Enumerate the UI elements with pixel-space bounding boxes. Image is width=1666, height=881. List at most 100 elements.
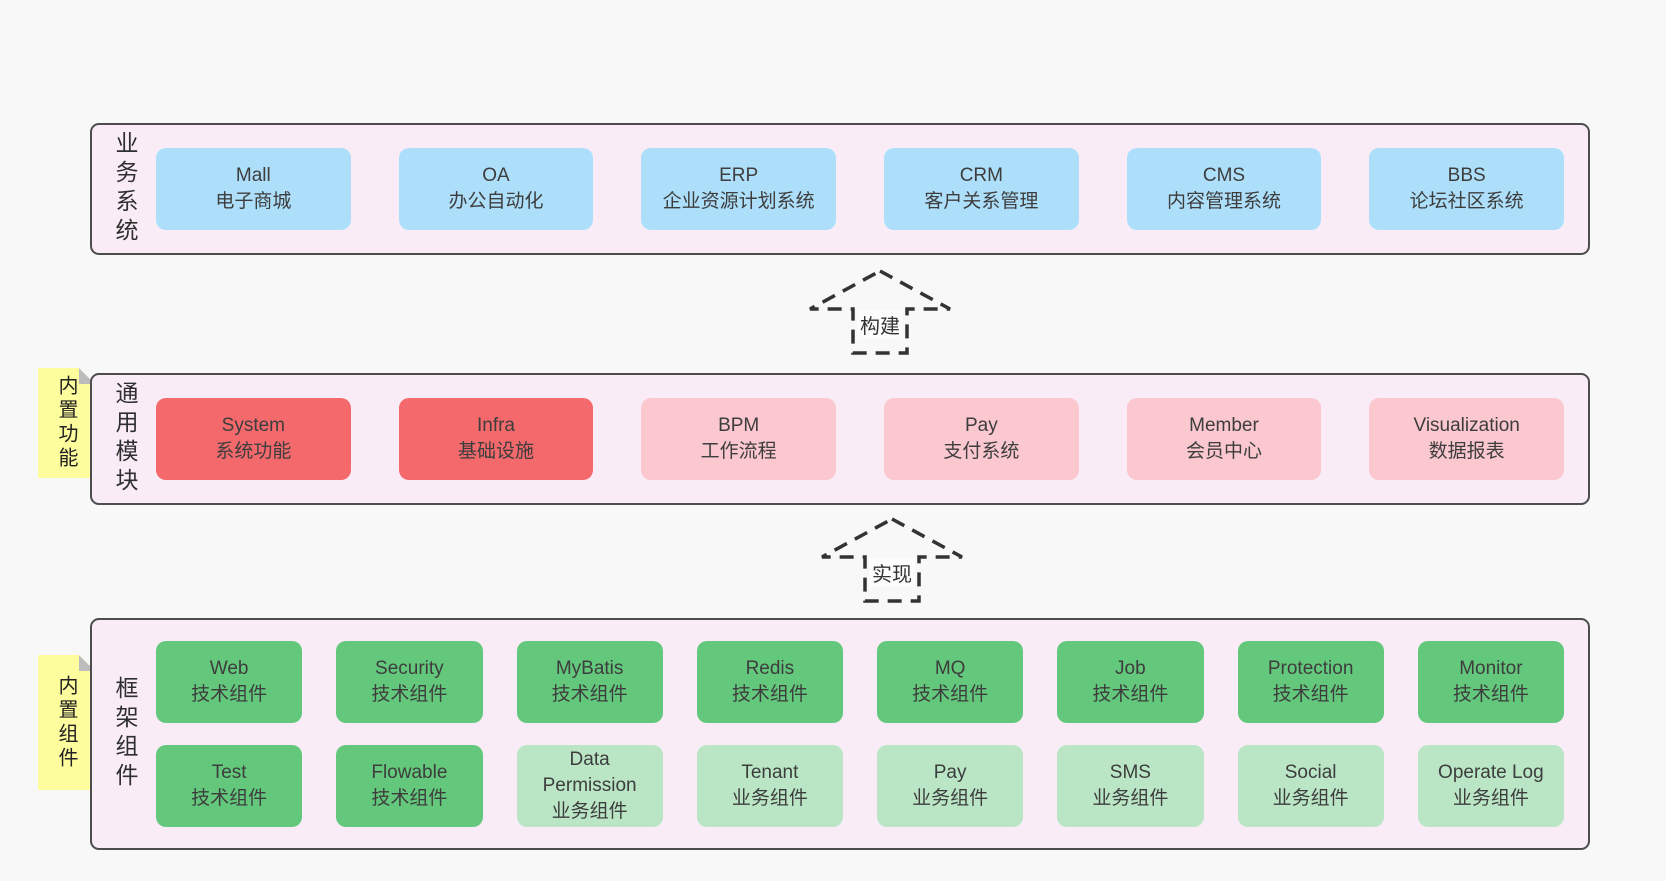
business-systems-grid: Mall 电子商城 OA 办公自动化 ERP 企业资源计划系统 CRM 客户关系… <box>156 148 1564 230</box>
box-title: BBS <box>1447 165 1486 186</box>
box-subtitle: 内容管理系统 <box>1166 191 1281 212</box>
framework-components-panel: 框架组件 Web 技术组件 Security 技术组件 MyBatis 技术组件… <box>90 618 1590 850</box>
box-title: Data Permission <box>542 749 637 796</box>
box-tenant: Tenant 业务组件 <box>696 745 843 827</box>
box-subtitle: 数据报表 <box>1428 441 1505 462</box>
box-title: Web <box>209 658 249 679</box>
box-subtitle: 技术组件 <box>1092 684 1169 705</box>
box-bpm: BPM 工作流程 <box>641 398 836 480</box>
box-subtitle: 技术组件 <box>1272 684 1349 705</box>
up-arrow-dashed-icon <box>809 269 951 355</box>
box-subtitle: 工作流程 <box>700 441 777 462</box>
box-subtitle: 技术组件 <box>551 684 628 705</box>
sticky-note-text: 内置组件 <box>55 674 77 771</box>
box-title: CMS <box>1202 165 1246 186</box>
box-title: Visualization <box>1413 415 1520 436</box>
box-subtitle: 业务组件 <box>1452 788 1529 809</box>
box-subtitle: 企业资源计划系统 <box>662 191 815 212</box>
box-subtitle: 基础设施 <box>457 441 534 462</box>
box-test: Test 技术组件 <box>156 745 303 827</box>
box-title: CRM <box>959 165 1003 186</box>
box-sms: SMS 业务组件 <box>1057 745 1204 827</box>
box-title: SMS <box>1109 762 1151 783</box>
box-job: Job 技术组件 <box>1057 641 1204 723</box>
box-subtitle: 客户关系管理 <box>924 191 1039 212</box>
common-modules-grid: System 系统功能 Infra 基础设施 BPM 工作流程 Pay 支付系统… <box>156 398 1564 480</box>
box-title: Pay <box>933 762 967 783</box>
box-title: Mall <box>235 165 271 186</box>
box-title: MQ <box>934 658 966 679</box>
box-title: Security <box>375 658 444 679</box>
box-title: Tenant <box>741 762 799 783</box>
box-subtitle: 技术组件 <box>371 684 448 705</box>
framework-components-panel-label: 框架组件 <box>112 676 138 792</box>
box-title: MyBatis <box>555 658 624 679</box>
box-cms: CMS 内容管理系统 <box>1126 148 1322 230</box>
box-subtitle: 电子商城 <box>215 191 292 212</box>
box-title: Member <box>1189 415 1259 436</box>
box-pay-biz: Pay 业务组件 <box>877 745 1024 827</box>
box-subtitle: 业务组件 <box>731 788 808 809</box>
box-mq: MQ 技术组件 <box>877 641 1024 723</box>
business-systems-panel-label: 业务系统 <box>112 131 138 247</box>
box-subtitle: 业务组件 <box>551 801 628 822</box>
box-pay: Pay 支付系统 <box>884 398 1079 480</box>
box-title: Social <box>1284 762 1337 783</box>
box-title: BPM <box>718 415 760 436</box>
box-subtitle: 技术组件 <box>191 684 268 705</box>
box-subtitle: 业务组件 <box>912 788 989 809</box>
sticky-note-text: 内置功能 <box>55 375 77 471</box>
box-subtitle: 技术组件 <box>371 788 448 809</box>
box-subtitle: 系统功能 <box>215 441 292 462</box>
box-title: OA <box>482 165 510 186</box>
box-security: Security 技术组件 <box>336 641 483 723</box>
box-member: Member 会员中心 <box>1126 398 1322 480</box>
box-title: Pay <box>964 415 998 436</box>
box-operate-log: Operate Log 业务组件 <box>1417 745 1564 827</box>
box-subtitle: 论坛社区系统 <box>1409 191 1524 212</box>
box-visualization: Visualization 数据报表 <box>1369 398 1564 480</box>
box-monitor: Monitor 技术组件 <box>1417 641 1564 723</box>
box-oa: OA 办公自动化 <box>398 148 594 230</box>
box-bbs: BBS 论坛社区系统 <box>1369 148 1564 230</box>
box-mybatis: MyBatis 技术组件 <box>516 641 663 723</box>
box-subtitle: 会员中心 <box>1185 441 1262 462</box>
box-title: Operate Log <box>1438 762 1544 783</box>
box-protection: Protection 技术组件 <box>1237 641 1384 723</box>
framework-components-grid: Web 技术组件 Security 技术组件 MyBatis 技术组件 Redi… <box>156 641 1564 827</box>
box-social: Social 业务组件 <box>1237 745 1384 827</box>
up-arrow-dashed-icon <box>821 517 963 603</box>
box-title: Test <box>211 762 247 783</box>
box-subtitle: 技术组件 <box>1452 684 1529 705</box>
box-subtitle: 办公自动化 <box>448 191 544 212</box>
box-web: Web 技术组件 <box>156 641 303 723</box>
box-erp: ERP 企业资源计划系统 <box>641 148 836 230</box>
common-modules-panel: 通用模块 System 系统功能 Infra 基础设施 BPM 工作流程 Pay… <box>90 373 1590 505</box>
box-subtitle: 业务组件 <box>1272 788 1349 809</box>
box-crm: CRM 客户关系管理 <box>884 148 1079 230</box>
arrow-implement-label: 实现 <box>869 558 915 587</box>
box-title: Infra <box>476 415 515 436</box>
box-mall: Mall 电子商城 <box>156 148 351 230</box>
box-title: Job <box>1115 658 1146 679</box>
common-modules-panel-label: 通用模块 <box>112 381 138 497</box>
arrow-build: 构建 <box>807 268 953 356</box>
box-subtitle: 技术组件 <box>912 684 989 705</box>
arrow-build-label: 构建 <box>857 310 903 339</box>
box-subtitle: 业务组件 <box>1092 788 1169 809</box>
box-infra: Infra 基础设施 <box>398 398 594 480</box>
box-system: System 系统功能 <box>156 398 351 480</box>
box-title: Monitor <box>1459 658 1523 679</box>
box-data-permission: Data Permission 业务组件 <box>516 745 663 827</box>
arrow-implement: 实现 <box>819 516 965 604</box>
box-subtitle: 技术组件 <box>191 788 268 809</box>
box-subtitle: 技术组件 <box>731 684 808 705</box>
box-title: Flowable <box>371 762 448 783</box>
box-flowable: Flowable 技术组件 <box>336 745 483 827</box>
sticky-note-builtin-features: 内置功能 <box>38 368 95 478</box>
sticky-note-builtin-components: 内置组件 <box>38 655 95 790</box>
box-title: Protection <box>1267 658 1354 679</box>
box-redis: Redis 技术组件 <box>696 641 843 723</box>
box-title: System <box>221 415 285 436</box>
box-subtitle: 支付系统 <box>943 441 1020 462</box>
